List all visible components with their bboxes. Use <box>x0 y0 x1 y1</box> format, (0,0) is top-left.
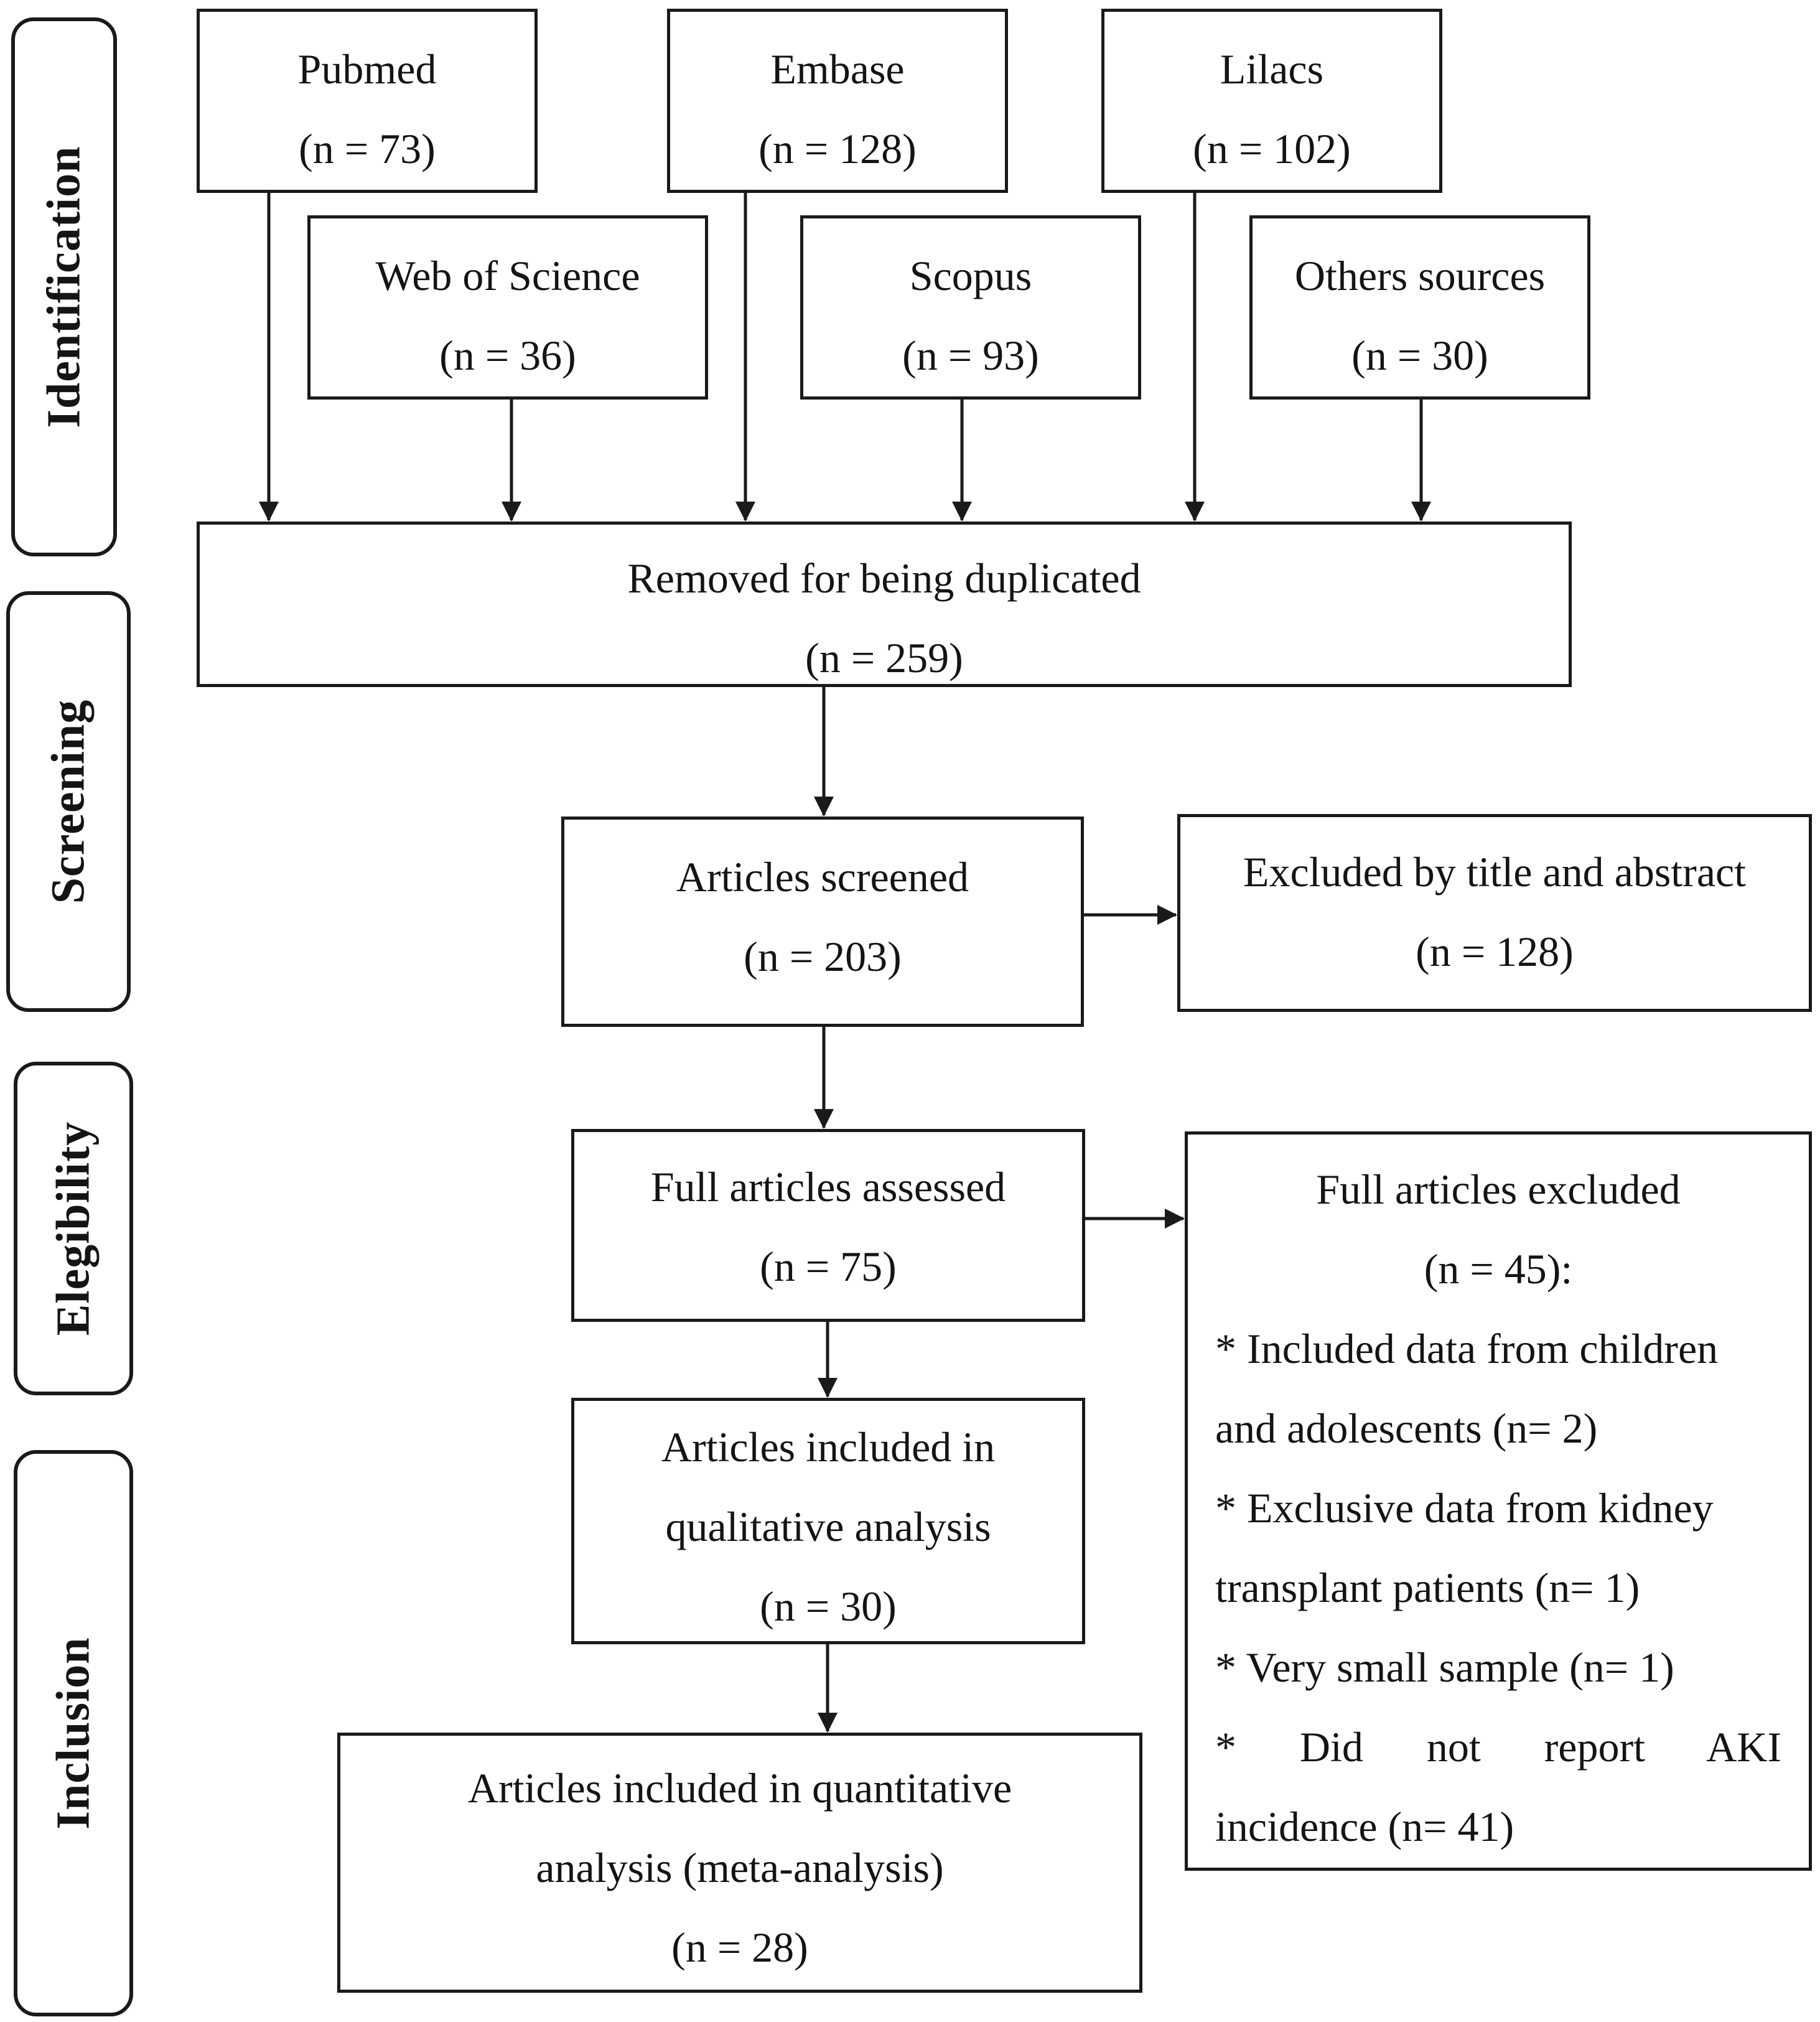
source-pubmed-count: (n = 73) <box>299 125 436 172</box>
full-articles-assessed-label: Full articles assessed <box>650 1163 1006 1210</box>
full-articles-excluded-box: Full articles excluded (n = 45): * Inclu… <box>1185 1131 1812 1871</box>
source-web-of-science-name: Web of Science <box>375 252 640 299</box>
excluded-title-abstract-count: (n = 128) <box>1416 928 1574 975</box>
source-lilacs-name: Lilacs <box>1220 45 1324 93</box>
qualitative-analysis-count: (n = 30) <box>760 1583 897 1630</box>
stage-screening: Screening <box>6 591 131 1012</box>
source-lilacs-box: Lilacs (n = 102) <box>1101 9 1442 193</box>
full-articles-excluded-count: (n = 45): <box>1424 1245 1573 1293</box>
stage-identification: Identification <box>11 17 117 556</box>
exclusion-reason-line: incidence (n= 41) <box>1215 1803 1514 1850</box>
source-embase-name: Embase <box>770 45 905 93</box>
excluded-title-abstract-box: Excluded by title and abstract (n = 128) <box>1177 814 1812 1012</box>
qualitative-analysis-line2: qualitative analysis <box>665 1503 991 1550</box>
exclusion-reason-line: * Exclusive data from kidney <box>1215 1484 1714 1532</box>
source-pubmed-name: Pubmed <box>297 45 437 93</box>
duplicates-removed-count: (n = 259) <box>805 634 963 681</box>
full-articles-assessed-box: Full articles assessed (n = 75) <box>571 1129 1085 1322</box>
duplicates-removed-box: Removed for being duplicated (n = 259) <box>197 522 1572 687</box>
arrowhead <box>952 502 972 522</box>
arrowhead <box>1411 502 1431 522</box>
articles-screened-count: (n = 203) <box>744 933 902 980</box>
arrowhead <box>1157 905 1177 925</box>
arrowhead <box>502 502 521 522</box>
duplicates-removed-label: Removed for being duplicated <box>627 555 1141 602</box>
exclusion-reason-line: and adolescents (n= 2) <box>1215 1405 1598 1452</box>
arrowhead <box>814 797 834 817</box>
arrowhead <box>259 502 279 522</box>
quantitative-analysis-box: Articles included in quantitative analys… <box>337 1733 1142 1993</box>
stage-eligibility: Elegibility <box>14 1062 133 1395</box>
source-pubmed-box: Pubmed (n = 73) <box>197 9 538 193</box>
source-web-of-science-box: Web of Science (n = 36) <box>307 215 708 400</box>
source-others-count: (n = 30) <box>1351 332 1488 379</box>
quantitative-analysis-line2: analysis (meta-analysis) <box>536 1844 944 1891</box>
quantitative-analysis-count: (n = 28) <box>671 1924 808 1971</box>
arrowhead <box>814 1109 834 1129</box>
source-lilacs-count: (n = 102) <box>1193 125 1351 172</box>
source-scopus-box: Scopus (n = 93) <box>800 215 1141 400</box>
full-articles-assessed-count: (n = 75) <box>760 1243 897 1290</box>
excluded-title-abstract-label: Excluded by title and abstract <box>1243 848 1747 896</box>
exclusion-reason-line: * Very small sample (n= 1) <box>1215 1644 1674 1691</box>
source-scopus-name: Scopus <box>909 252 1032 299</box>
source-embase-box: Embase (n = 128) <box>667 9 1008 193</box>
articles-screened-box: Articles screened (n = 203) <box>561 817 1084 1027</box>
qualitative-analysis-line1: Articles included in <box>661 1423 996 1471</box>
exclusion-reason-line: * Did not report AKI <box>1215 1723 1781 1771</box>
articles-screened-label: Articles screened <box>676 853 969 901</box>
stage-inclusion: Inclusion <box>14 1450 133 2016</box>
source-scopus-count: (n = 93) <box>902 332 1039 379</box>
full-articles-excluded-label: Full articles excluded <box>1316 1166 1681 1213</box>
qualitative-analysis-box: Articles included in qualitative analysi… <box>571 1398 1085 1644</box>
source-web-of-science-count: (n = 36) <box>439 332 576 379</box>
arrowhead <box>1185 502 1205 522</box>
arrowhead <box>1165 1209 1185 1229</box>
exclusion-reason-line: * Included data from children <box>1215 1325 1719 1372</box>
source-others-name: Others sources <box>1294 252 1546 299</box>
exclusion-reason-line: transplant patients (n= 1) <box>1215 1564 1640 1611</box>
source-others-box: Others sources (n = 30) <box>1249 215 1590 400</box>
arrowhead <box>818 1713 838 1733</box>
arrowhead <box>818 1378 838 1398</box>
arrowhead <box>735 502 755 522</box>
source-embase-count: (n = 128) <box>758 125 917 172</box>
quantitative-analysis-line1: Articles included in quantitative <box>467 1764 1012 1812</box>
